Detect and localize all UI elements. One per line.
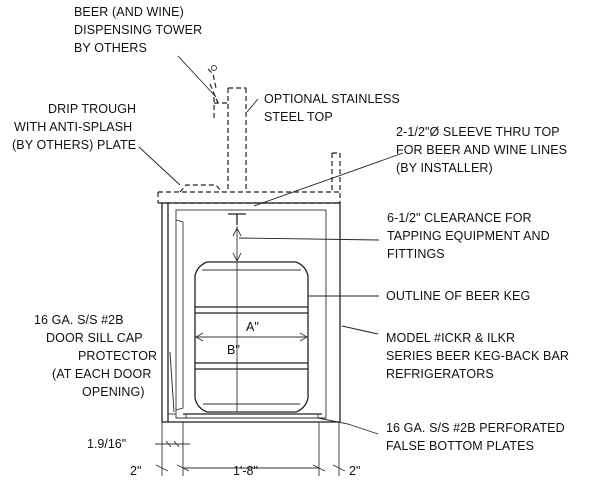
callout-false-bottom: 16 GA. S/S #2B PERFORATED FALSE BOTTOM P…: [386, 421, 565, 453]
callout-top-line-1: OPTIONAL STAINLESS: [264, 92, 400, 106]
drawing: [138, 55, 404, 476]
dimension-right-margin: 2": [349, 464, 360, 478]
drip-trough: [179, 184, 223, 193]
callout-keg-outline: OUTLINE OF BEER KEG: [386, 289, 530, 303]
stainless-top: [157, 152, 341, 204]
callout-sleeve-line-2: FOR BEER AND WINE LINES: [396, 143, 567, 157]
callout-model: MODEL #ICKR & ILKR SERIES BEER KEG-BACK …: [386, 331, 569, 381]
callout-false-bottom-line-2: FALSE BOTTOM PLATES: [386, 439, 534, 453]
beer-keg: [194, 261, 309, 413]
callout-drip-line-3: (BY OTHERS) PLATE: [12, 138, 136, 152]
callout-stainless-top: OPTIONAL STAINLESS STEEL TOP: [264, 92, 400, 124]
callout-sill-line-1: 16 GA. S/S #2B: [34, 313, 124, 327]
callout-keg-line-1: OUTLINE OF BEER KEG: [386, 289, 530, 303]
sleeve: [228, 213, 246, 225]
callout-top-line-2: STEEL TOP: [264, 110, 333, 124]
callout-false-bottom-line-1: 16 GA. S/S #2B PERFORATED: [386, 421, 565, 435]
callout-model-line-3: REFRIGERATORS: [386, 367, 494, 381]
callout-tower-line-2: DISPENSING TOWER: [74, 23, 202, 37]
callout-drip-line-2: WITH ANTI-SPLASH: [14, 120, 132, 134]
callout-sill-line-5: OPENING): [82, 385, 145, 399]
callout-model-line-2: SERIES BEER KEG-BACK BAR: [386, 349, 569, 363]
dispensing-tower: [207, 65, 247, 192]
callout-sill-line-4: (AT EACH DOOR: [52, 367, 151, 381]
callout-sleeve: 2-1/2"Ø SLEEVE THRU TOP FOR BEER AND WIN…: [396, 125, 567, 175]
callout-tower-line-1: BEER (AND WINE): [74, 5, 184, 19]
callout-clearance-line-1: 6-1/2" CLEARANCE FOR: [387, 211, 532, 225]
callout-sill-line-3: PROTECTOR: [78, 349, 157, 363]
dimension-center-width: 1'-8": [233, 464, 258, 478]
width-dimension: [195, 332, 308, 342]
dimension-left-margin: 2": [130, 464, 141, 478]
height-dimension: [232, 226, 242, 413]
callout-clearance-line-3: FITTINGS: [387, 247, 445, 261]
leader-lines: [138, 55, 404, 435]
callout-clearance-line-2: TAPPING EQUIPMENT AND: [387, 229, 550, 243]
callout-tower-line-3: BY OTHERS: [74, 41, 147, 55]
callout-model-line-1: MODEL #ICKR & ILKR: [386, 331, 515, 345]
cabinet: [161, 202, 341, 423]
dimension-keg-height: B": [227, 343, 240, 357]
dimension-keg-width: A": [246, 320, 259, 334]
callout-sill-line-2: DOOR SILL CAP: [46, 331, 143, 345]
callout-drip-line-1: DRIP TROUGH: [48, 102, 136, 116]
bottom-dimensions: [155, 422, 346, 476]
callout-sleeve-line-1: 2-1/2"Ø SLEEVE THRU TOP: [396, 125, 560, 139]
callout-sill-cap: 16 GA. S/S #2B DOOR SILL CAP PROTECTOR (…: [34, 313, 157, 399]
dimension-sill-offset: 1.9/16": [87, 437, 126, 451]
callout-clearance: 6-1/2" CLEARANCE FOR TAPPING EQUIPMENT A…: [387, 211, 550, 261]
callout-sleeve-line-3: (BY INSTALLER): [396, 161, 493, 175]
callout-drip-trough: DRIP TROUGH WITH ANTI-SPLASH (BY OTHERS)…: [12, 102, 136, 152]
callout-tower: BEER (AND WINE) DISPENSING TOWER BY OTHE…: [74, 5, 202, 55]
